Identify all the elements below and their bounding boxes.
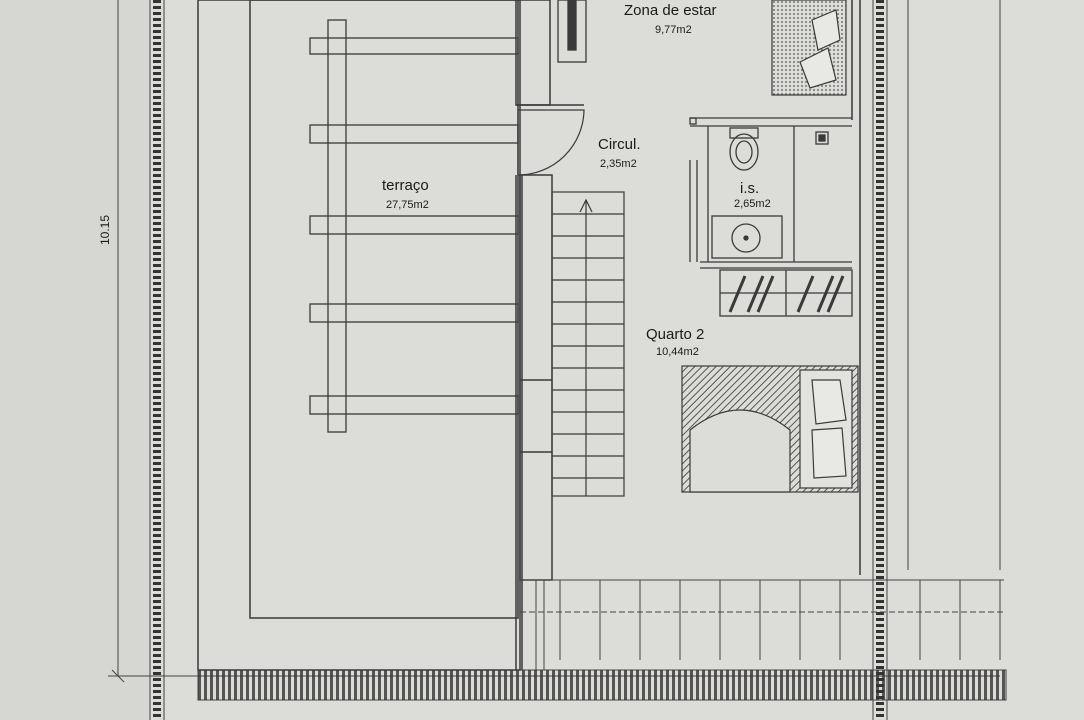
lower-balcony: [520, 579, 1004, 670]
room-name-terraco: terraço: [382, 177, 429, 194]
room-area-is: 2,65m2: [734, 198, 771, 210]
sofa: [771, 0, 847, 96]
bed: [681, 365, 859, 493]
room-area-terraco: 27,75m2: [386, 199, 429, 211]
room-name-circulacao: Circul.: [598, 136, 641, 153]
room-area-quarto-2: 10,44m2: [656, 346, 699, 358]
door-swing: [517, 109, 585, 176]
room-name-zona-de-estar: Zona de estar: [624, 2, 717, 19]
room-area-circulacao: 2,35m2: [600, 158, 637, 170]
bottom-railing: [197, 669, 1007, 701]
room-name-quarto-2: Quarto 2: [646, 326, 705, 343]
overall-depth-dimension: 10.15: [98, 214, 113, 246]
wardrobe: [719, 269, 853, 317]
room-area-zona-de-estar: 9,77m2: [655, 24, 692, 36]
bathroom: [689, 117, 852, 269]
pergola: [309, 19, 519, 433]
outer-wall-left: [153, 0, 161, 720]
outer-wall-right: [876, 0, 884, 720]
staircase: [551, 191, 625, 497]
room-name-is: i.s.: [740, 180, 760, 197]
